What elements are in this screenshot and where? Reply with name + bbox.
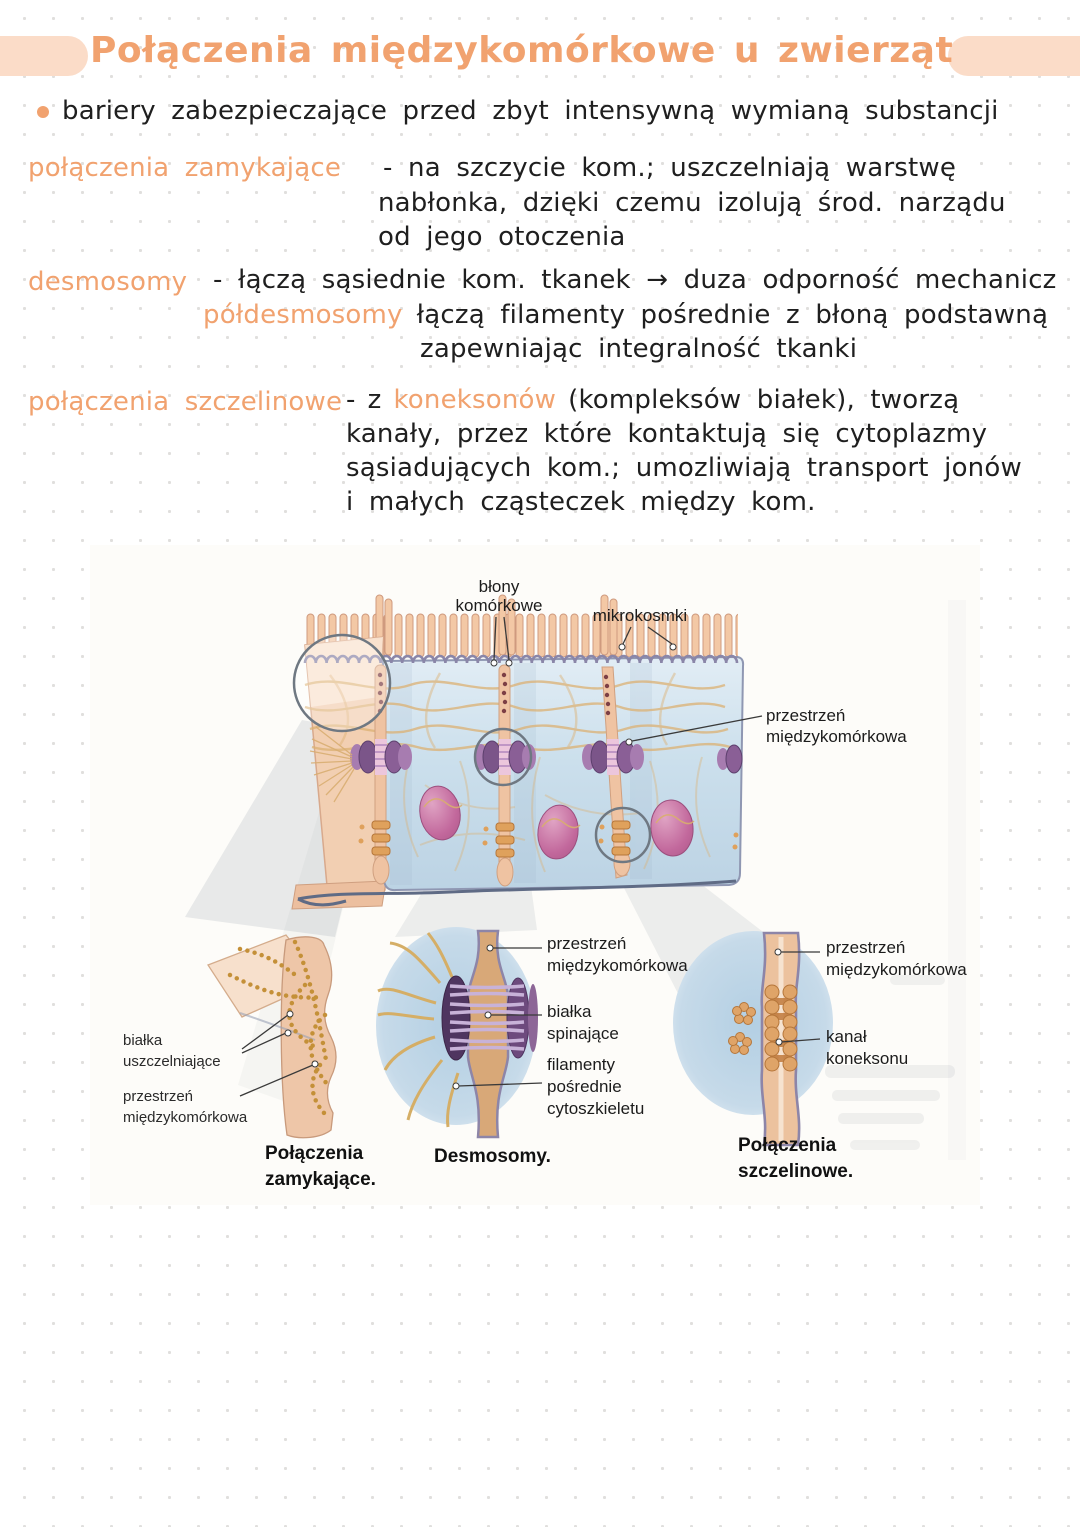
caption-tight-junctions: zamykające. [265,1169,376,1190]
bullet-icon [37,106,49,118]
term-hemidesmosomes: półdesmosomy [203,300,403,330]
label-connexon-channel: koneksonu [826,1049,908,1068]
label-cytoskeleton-filaments: pośrednie [547,1077,622,1096]
note-closing-line1: - na szczycie kom.; uszczelniają warstwę [383,153,957,183]
cell-nuclei [419,785,695,860]
textbook-figure: błony komórkowe mikrokosmki przestrzeń m… [90,545,980,1205]
caption-tight-junctions: Połączenia [265,1143,364,1164]
basal-edge [297,879,737,901]
gap-z: z [367,385,382,415]
caption-gap-junctions: Połączenia [738,1135,837,1156]
term-desmosomes: desmosomy [28,267,188,297]
gap-junction-stacks [358,820,739,858]
filament-fan [309,726,355,803]
term-tight-junctions: połączenia zamykające [28,153,342,183]
label-intercellular-space: przestrzeń [766,706,845,725]
label-intercellular-space: międzykomórkowa [123,1109,248,1126]
epithelium-block [291,594,745,910]
note-desmo-line1: - łączą sąsiednie kom. tkanek → duza odp… [213,265,1057,295]
detail-tight-junction: białka uszczelniające przestrzeń międzyk… [123,934,376,1190]
label-linking-proteins: białka [547,1002,592,1021]
title-highlight-left [0,36,88,76]
note-desmo-line2: półdesmosomy łączą filamenty pośrednie z… [203,300,1048,330]
label-intercellular-space: międzykomórkowa [766,727,907,746]
page-title: Połączenia międzykomórkowe u zwierząt [90,30,954,71]
free-connexons [728,1002,756,1055]
term-gap-junctions: połączenia szczelinowe [28,387,343,417]
label-sealing-proteins: uszczelniające [123,1053,221,1070]
figure-top-labels: błony komórkowe mikrokosmki przestrzeń m… [456,577,908,746]
label-linking-proteins: spinające [547,1024,619,1043]
intermediate-filaments [377,932,460,1128]
label-connexon-channel: kanał [826,1027,867,1046]
page-bleed-through [825,975,955,1150]
note-gap-line1: - z koneksonów (kompleksów białek), twor… [346,385,959,415]
note-gap-line4: i małych cząsteczek między kom. [346,487,816,517]
label-intercellular-space: przestrzeń [826,938,905,957]
detail-desmosome: przestrzeń międzykomórkowa białka spinaj… [376,927,688,1167]
label-sealing-proteins: białka [123,1032,163,1049]
note-closing-line2: nabłonka, dzięki czemu izolują środ. nar… [378,188,1006,218]
label-microvilli: mikrokosmki [593,606,687,625]
label-cytoskeleton-filaments: cytoszkieletu [547,1099,644,1118]
linking-protein-filaments [449,984,525,1051]
label-intercellular-space: przestrzeń [123,1088,193,1105]
basal-edge-fold [297,897,347,907]
note-bullet-line: bariery zabezpieczające przed zbyt inten… [62,96,999,126]
detail-gap-junction: przestrzeń międzykomórkowa kanał konekso… [673,931,967,1182]
term-connexons: koneksonów [393,385,557,415]
scan-shading [948,600,966,1160]
caption-desmosomes: Desmosomy. [434,1146,551,1167]
note-gap-line2: kanały, przez które kontaktują się cytop… [346,419,988,449]
apical-membrane [303,654,739,664]
label-intercellular-space: przestrzeń [547,934,626,953]
label-cytoskeleton-filaments: filamenty [547,1055,616,1074]
note-desmo-line2-text: łączą filamenty pośrednie z błoną podsta… [416,300,1049,330]
gap-dash: - [346,385,356,415]
desmosome-clusters [350,739,743,775]
label-intercellular-space: międzykomórkowa [826,960,967,979]
note-closing-line3: od jego otoczenia [378,222,626,252]
note-gap-line1-text: (kompleksów białek), tworzą [568,385,960,415]
note-desmo-line3: zapewniając integralność tkanki [420,334,858,364]
magnifier-circles [292,633,652,864]
caption-gap-junctions: szczelinowe. [738,1161,853,1182]
label-cell-membranes: błony [479,577,520,596]
note-gap-line3: sąsiadujących kom.; umozliwiają transpor… [346,453,1022,483]
cell-shading [390,663,652,885]
connexon-clusters [728,984,798,1072]
title-highlight-right [948,36,1080,76]
label-intercellular-space: międzykomórkowa [547,956,688,975]
label-cell-membranes: komórkowe [456,596,543,615]
